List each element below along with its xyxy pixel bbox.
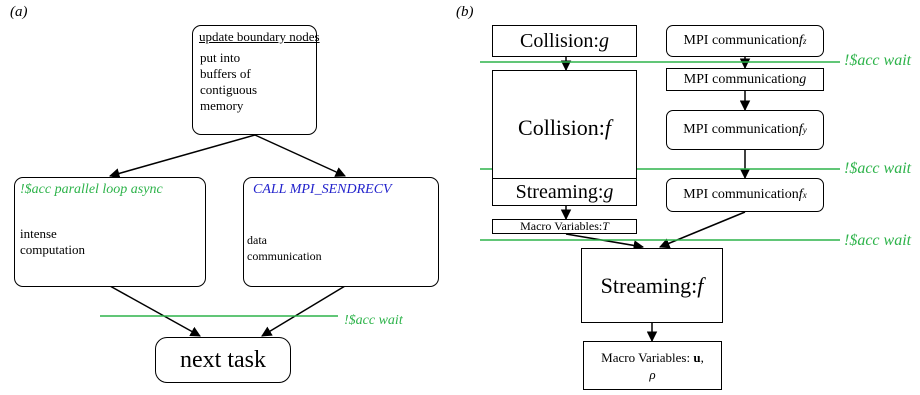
buffer-text: put into buffers of contiguous memory (200, 50, 258, 113)
mpi-fz-sub: z (802, 36, 807, 46)
macro-u-text: Macro Variables: (601, 349, 694, 365)
mpi-fx-var: f (798, 187, 803, 202)
collision-g-var: g (598, 29, 609, 52)
mpi-g-box: MPI communication g (666, 68, 824, 91)
mpi-fx-sub: x (802, 190, 807, 200)
macro-u-line1: Macro Variables: u, (601, 349, 704, 366)
mpi-fy-sub: y (802, 125, 807, 135)
update-boundary-box (192, 25, 317, 135)
mpi-sendrecv-call: CALL MPI_SENDRECV (253, 182, 392, 197)
data-communication-text: data communication (247, 233, 322, 263)
mpi-g-var: g (799, 71, 807, 87)
collision-f-var: f (604, 115, 611, 140)
mpi-fz-text: MPI communication (683, 33, 800, 48)
streaming-f-var: f (697, 272, 704, 298)
arrow-acc-to-next (109, 285, 201, 337)
arrow-update-to-mpi (254, 134, 346, 177)
mpi-fy-text: MPI communication (683, 122, 799, 137)
intense-computation-text: intense computation (20, 226, 85, 257)
mpi-fy-var: f (798, 122, 803, 137)
macro-t-text: Macro Variables: (520, 219, 603, 233)
macro-u-line2: ρ (649, 366, 655, 383)
mpi-sendrecv-box (243, 177, 439, 287)
streaming-g-var: g (603, 180, 614, 203)
mpi-fz-var: f (799, 33, 803, 48)
streaming-g-box: Streaming: g (492, 178, 637, 206)
collision-g-text: Collision: (520, 29, 599, 52)
macro-u-comma: , (700, 349, 704, 365)
macro-t-box: Macro Variables: T (492, 219, 637, 234)
streaming-g-text: Streaming: (515, 180, 604, 203)
acc-wait-b2: !$acc wait (844, 160, 912, 177)
streaming-f-text: Streaming: (600, 272, 698, 298)
panel-a-label: (a) (10, 4, 28, 20)
mpi-g-text: MPI communication (683, 71, 800, 87)
acc-wait-a: !$acc wait (344, 313, 403, 328)
mpi-fx-text: MPI communication (683, 187, 799, 202)
next-task-label: next task (180, 346, 266, 373)
collision-f-box: Collision: f (492, 70, 637, 186)
macro-u-bold: u (693, 349, 701, 365)
streaming-f-box: Streaming: f (581, 248, 723, 323)
next-task-box: next task (155, 337, 291, 383)
acc-wait-b1: !$acc wait (844, 52, 912, 69)
panel-b-label: (b) (456, 4, 474, 20)
collision-g-box: Collision: g (492, 25, 637, 57)
arrow-mpifx-to-streamf (659, 211, 746, 249)
arrow-update-to-acc (108, 134, 256, 179)
update-boundary-title: update boundary nodes (199, 29, 320, 44)
macro-rho: ρ (649, 366, 656, 382)
acc-parallel-directive: !$acc parallel loop async (20, 182, 163, 197)
macro-t-var: T (602, 219, 609, 233)
arrow-mpi-to-next (261, 285, 346, 337)
acc-wait-b3: !$acc wait (844, 232, 912, 249)
macro-u-box: Macro Variables: u, ρ (583, 341, 722, 390)
acc-parallel-box (14, 177, 206, 287)
collision-f-text: Collision: (518, 115, 605, 140)
